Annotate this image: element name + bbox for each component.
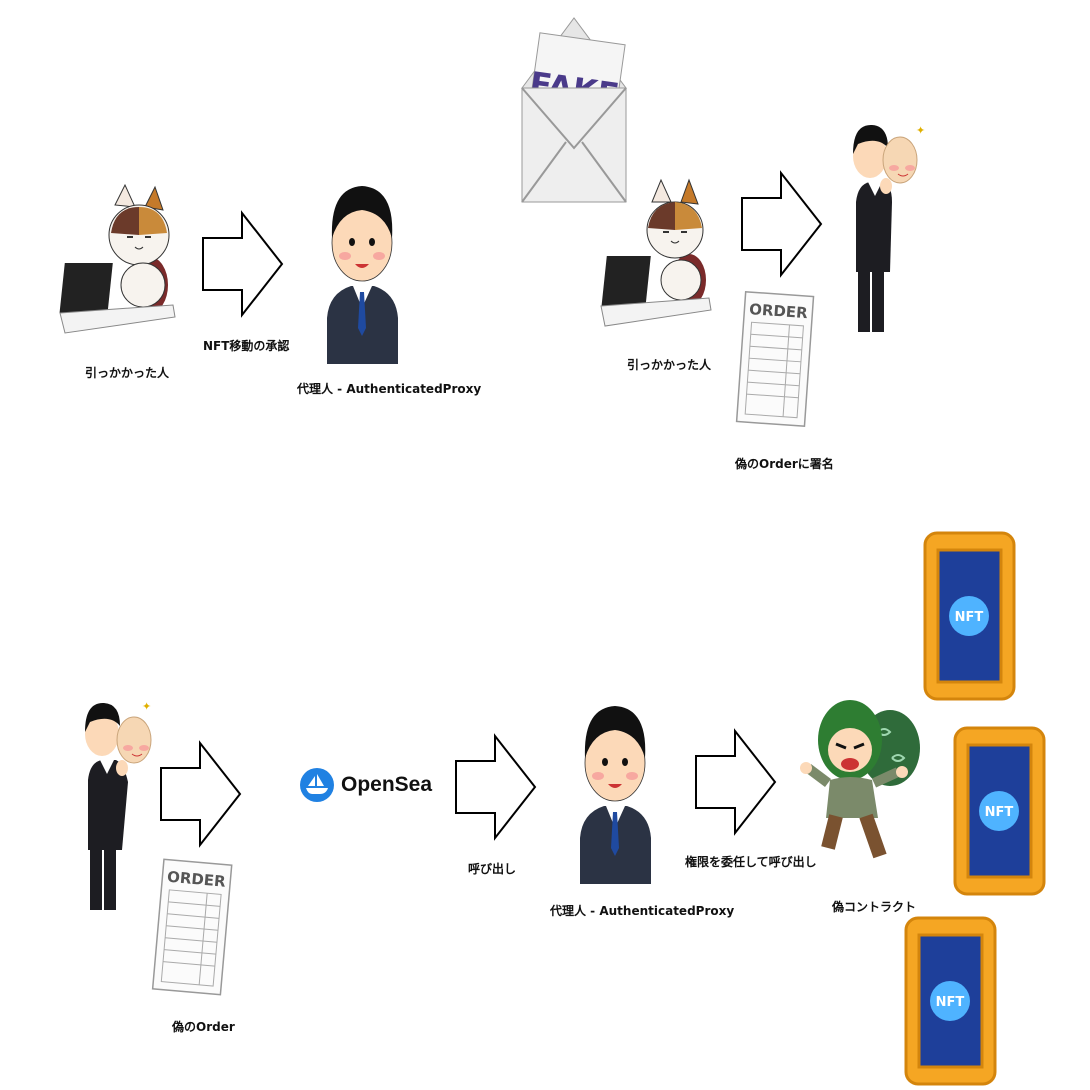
arrow-right-icon [160,740,242,848]
nft-badge-text: NFT [985,805,1014,820]
order-document-illustration-bottom: ORDER [151,858,233,1000]
arrow-right-icon [695,728,777,836]
thief-illustration [800,688,930,873]
fake-order-label: 偽のOrder [172,1020,235,1034]
proxy-label-top: 代理人 - AuthenticatedProxy [297,382,482,396]
delegate-call-label: 権限を委任して呼び出し [685,855,817,869]
arrow-right-icon [455,733,537,841]
order-text: ORDER [166,868,226,891]
opensea-logo: OpenSea [300,768,432,802]
victim-label-top: 引っかかった人 [85,366,170,380]
victim-cat-illustration-right [597,178,715,330]
order-document-illustration: ORDER [735,290,815,430]
masked-man-illustration: ✦ [848,122,925,337]
proxy-label-bottom: 代理人 - AuthenticatedProxy [550,904,735,918]
nft-frame-1: NFT [922,530,1017,702]
agent-businessman-illustration-bottom [578,688,653,886]
sign-fake-label: 偽のOrderに署名 [735,457,834,471]
fake-envelope-illustration: FAKE [518,17,630,204]
order-text: ORDER [749,300,809,322]
opensea-ship-icon [300,768,334,802]
arrow-right-icon [202,210,284,318]
victim-cat-illustration [55,183,180,335]
nft-frame-2: NFT [952,725,1047,897]
masked-man-illustration-bottom: ✦ [80,700,160,915]
fake-contract-label: 偽コントラクト [832,900,917,914]
opensea-wordmark: OpenSea [341,773,433,796]
nft-frame-3: NFT [903,915,998,1087]
svg-text:✦: ✦ [916,124,925,137]
call-label: 呼び出し [468,862,517,876]
nft-badge-text: NFT [955,610,984,625]
arrow-right-icon [741,170,823,278]
nft-badge-text: NFT [936,995,965,1010]
victim-label-right: 引っかかった人 [627,358,712,372]
agent-businessman-illustration [325,168,400,366]
svg-text:✦: ✦ [142,700,151,713]
approve-label: NFT移動の承認 [203,339,290,353]
